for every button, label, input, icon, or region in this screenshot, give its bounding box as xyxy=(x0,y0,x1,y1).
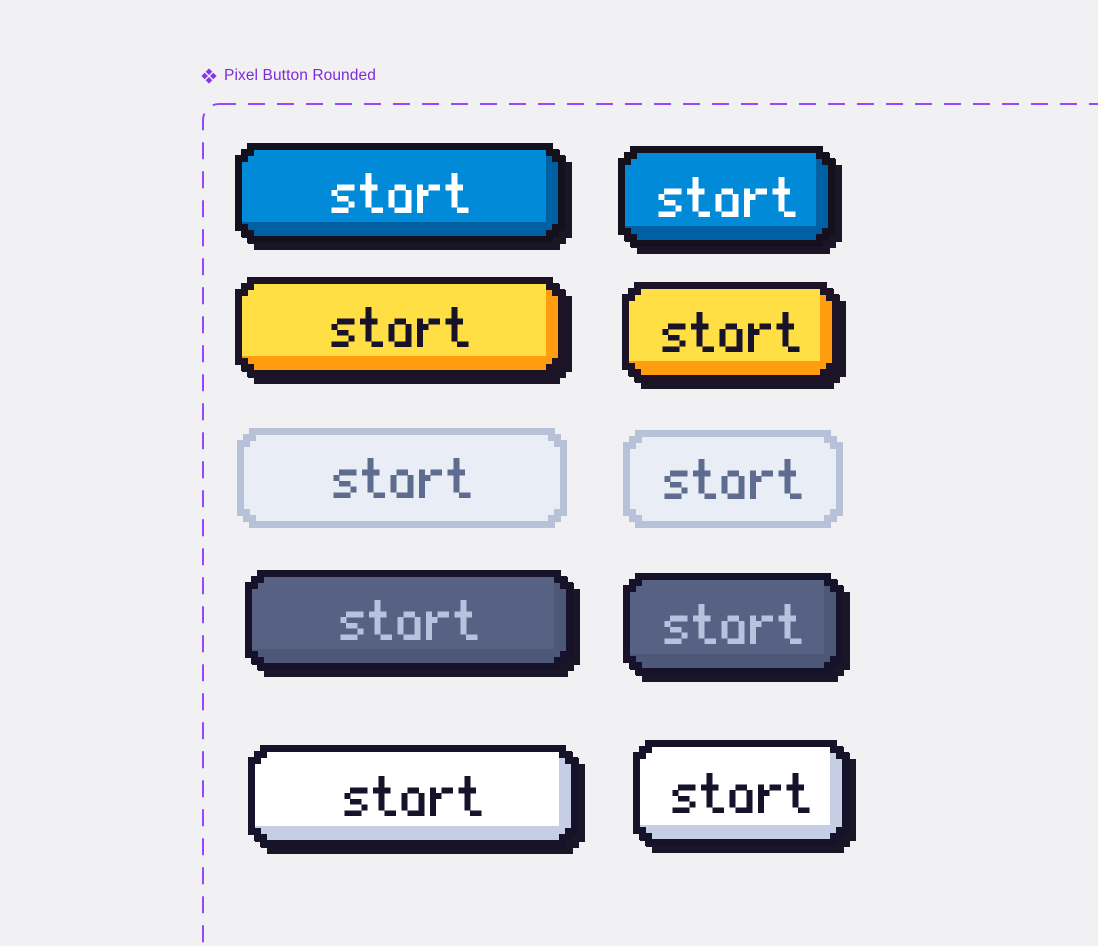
button-pixel-fill xyxy=(252,577,566,663)
button-label xyxy=(331,307,469,347)
button-label xyxy=(661,312,800,352)
button-label xyxy=(664,604,802,644)
pixel-button-disabled-light-large[interactable] xyxy=(237,428,567,528)
button-pixel-fill xyxy=(244,435,560,521)
pixel-button-blue-primary-small[interactable] xyxy=(618,146,835,247)
button-pixel-fill xyxy=(242,284,558,370)
button-label xyxy=(340,600,478,640)
pixel-button-disabled-dark-large[interactable] xyxy=(245,570,573,670)
component-diamonds-icon xyxy=(201,68,217,84)
pixel-button-white-small[interactable] xyxy=(633,740,849,846)
pixel-button-disabled-light-small[interactable] xyxy=(623,430,843,528)
pixel-button-white-large[interactable] xyxy=(248,745,578,847)
button-pixel-fill xyxy=(242,150,558,236)
button-label xyxy=(657,176,796,217)
pixel-button-disabled-dark-small[interactable] xyxy=(623,573,843,675)
button-label xyxy=(331,173,469,213)
button-label xyxy=(664,459,802,499)
button-pixel-fill xyxy=(630,437,836,521)
button-pixel-fill xyxy=(630,580,836,668)
button-label xyxy=(344,776,482,816)
component-title: Pixel Button Rounded xyxy=(224,67,376,84)
button-label xyxy=(672,773,810,813)
button-label xyxy=(333,458,471,498)
pixel-button-blue-primary-large[interactable] xyxy=(235,143,565,243)
component-frame-header: Pixel Button Rounded xyxy=(201,67,376,85)
pixel-button-yellow-large[interactable] xyxy=(235,277,565,377)
pixel-button-yellow-small[interactable] xyxy=(622,282,839,382)
button-pixel-fill xyxy=(255,752,571,840)
